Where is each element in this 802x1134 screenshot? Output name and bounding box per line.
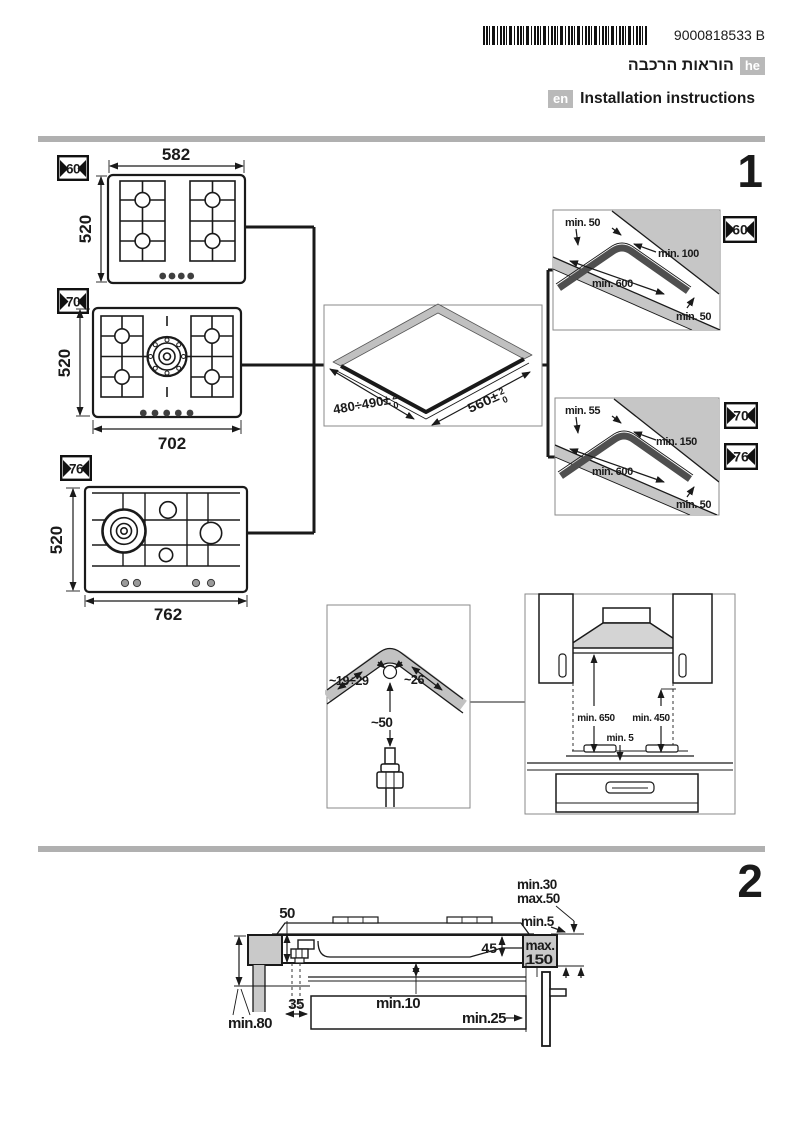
badge-70-label: 70 [66, 295, 80, 310]
badge-60-label: 60 [66, 162, 80, 177]
counter-max-label: max.50 [517, 891, 560, 906]
adjacent-panel [541, 971, 567, 1047]
section-divider-1 [38, 136, 765, 142]
lang-badge-he: he [739, 57, 765, 75]
left-clearance-label: min.80 [228, 1015, 272, 1032]
niche-max-word: max. [526, 938, 555, 953]
counter-right-block [522, 934, 558, 968]
hob-70-diagram: 520 702 [55, 306, 243, 453]
hob-70-width: 702 [158, 434, 186, 453]
clearance-7076-bottom: min. 50 [676, 499, 711, 511]
hob-size-diagrams: 60 582 520 70 520 [47, 145, 249, 624]
clearance-70-76-diagram: min. 55 min. 150 min. 600 min. 50 [554, 397, 720, 516]
svg-text:70: 70 [733, 408, 749, 424]
title-en: Installation instructions [580, 90, 755, 107]
wall-cabinets [538, 593, 713, 684]
hob-bottom-gap-label: min. 5 [606, 733, 634, 744]
svg-text:0: 0 [501, 394, 510, 405]
clearance-60-right: min. 100 [658, 248, 699, 260]
svg-text:2: 2 [391, 391, 398, 402]
svg-text:60: 60 [732, 222, 748, 238]
hood-height-label: min. 650 [577, 713, 615, 724]
language-row-he: הוראות הרכבה he [628, 57, 765, 75]
hob-76-height: 520 [47, 526, 66, 554]
cutout-diagram: 480÷490± 2 0 560± 2 0 [323, 303, 543, 427]
pipe-offset-label: 35 [288, 996, 304, 1013]
right-clearance-label: min.25 [462, 1010, 506, 1027]
under-gap-label: min.10 [376, 995, 420, 1012]
corner-gas-offset-label: ~50 [371, 715, 392, 730]
hob-60-diagram: 582 520 [76, 145, 247, 285]
corner-detail-diagram: ~19÷29 ~26 ~50 [325, 604, 471, 809]
lang-badge-en: en [548, 90, 574, 108]
corner-left-label: ~19÷29 [329, 674, 369, 688]
badge-76-label: 76 [69, 462, 84, 477]
size-badge-60-right: 60 [723, 215, 758, 243]
gas-fitting [376, 747, 404, 807]
section-divider-2 [38, 846, 765, 852]
inner-depth-label: 45 [481, 940, 497, 956]
corner-right-label: ~26 [404, 673, 424, 687]
size-badge-60: 60 [57, 154, 90, 181]
barcode [483, 26, 647, 45]
clearance-60-bottom: min. 50 [676, 311, 711, 323]
clearance-diagrams: min. 50 min. 100 min. 600 min. 50 60 min… [552, 209, 759, 516]
step-number-2: 2 [737, 855, 763, 907]
clearance-7076-right: min. 150 [656, 436, 697, 448]
counter-min-label: min.30 [517, 877, 557, 892]
hob-60-width: 582 [162, 145, 190, 164]
size-badge-70: 70 [57, 288, 90, 315]
clearance-60-top: min. 50 [565, 217, 600, 229]
hood-clearance-diagram: min. 650 min. 450 min. 5 [524, 593, 736, 815]
base-cabinet [555, 773, 699, 813]
hob-76-width: 762 [154, 605, 182, 624]
language-row-en: en Installation instructions [548, 90, 755, 108]
clearance-7076-top: min. 55 [565, 405, 600, 417]
title-he: הוראות הרכבה [627, 57, 734, 74]
hob-76-diagram: 520 762 [47, 485, 249, 624]
niche-max-value: 150 [526, 952, 553, 967]
installation-cross-section: max. 150 50 45 min.80 [228, 877, 585, 1047]
size-badge-76-right: 76 [724, 443, 759, 471]
hob-cross-section [272, 916, 534, 964]
size-badge-76: 76 [60, 455, 93, 482]
document-number: 9000818533 B [673, 27, 765, 43]
drawer-front [310, 995, 527, 1030]
svg-text:2: 2 [497, 386, 506, 397]
clearance-7076-middle: min. 600 [592, 466, 633, 478]
svg-text:76: 76 [733, 449, 749, 465]
size-badge-70-right: 70 [724, 402, 759, 430]
side-gap-label: min.5 [521, 914, 555, 929]
extractor-hood [562, 607, 691, 654]
cabinet-height-label: min. 450 [632, 713, 670, 724]
hob-60-height: 520 [76, 215, 95, 243]
svg-text:0: 0 [393, 400, 400, 411]
clearance-60-diagram: min. 50 min. 100 min. 600 min. 50 [552, 209, 721, 331]
hob-70-height: 520 [55, 349, 74, 377]
left-wall [253, 965, 265, 1012]
hob-height-label: 50 [279, 905, 295, 922]
clearance-60-middle: min. 600 [592, 278, 633, 290]
counter-left-block [247, 934, 283, 966]
step-number-1: 1 [737, 145, 763, 197]
